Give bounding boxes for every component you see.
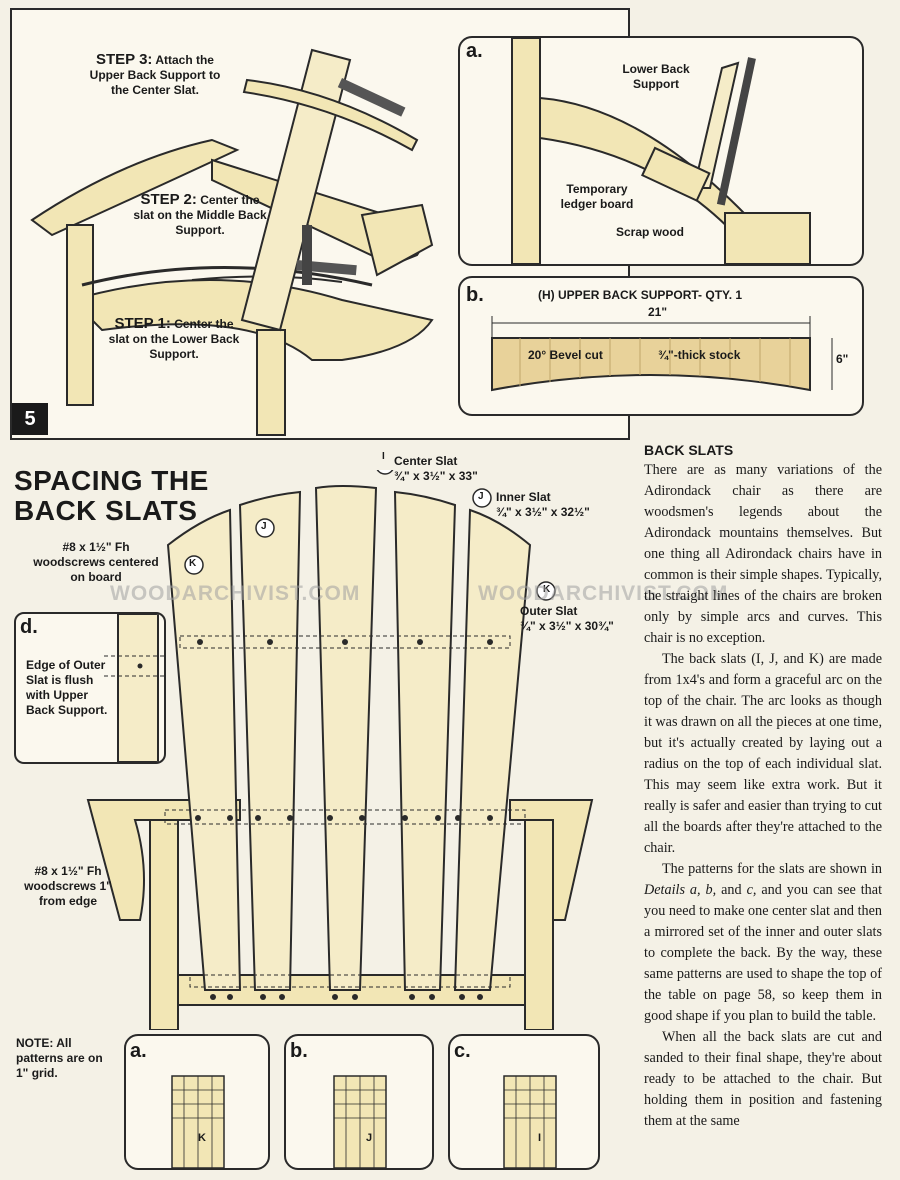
step2-callout: STEP 2: Center the slat on the Middle Ba… [130, 192, 270, 238]
step3-callout: STEP 3: Attach the Upper Back Support to… [80, 52, 230, 98]
back-slats-drawing [86, 455, 594, 1031]
step1-lead: STEP 1: [114, 315, 171, 332]
pattern-b-letter: b. [290, 1040, 308, 1062]
upper-back-support-title: (H) UPPER BACK SUPPORT- QTY. 1 [538, 288, 743, 302]
screws-edge-callout: #8 x 1½" Fh woodscrews 1" from edge [24, 864, 112, 908]
grid-note: NOTE: All patterns are on 1" grid. [16, 1036, 103, 1080]
slat-j-marker: J [261, 521, 267, 532]
article-paragraph-3: The patterns for the slats are shown in … [644, 859, 882, 1027]
p3-details: Details a, b, [644, 882, 717, 898]
stock-thickness-label: ¾"-thick stock [658, 348, 741, 362]
step1-callout: STEP 1: Center the slat on the Lower Bac… [104, 316, 244, 362]
p3-end: and you can see that you need to make on… [644, 882, 883, 1024]
pattern-a-part: K [198, 1132, 206, 1144]
pattern-a-panel [124, 1034, 270, 1170]
detail-a-letter: a. [466, 40, 483, 62]
lower-back-support-label: Lower Back Support [622, 62, 690, 91]
spacing-title-line2: BACK SLATS [14, 495, 198, 526]
step2-text: Center the slat on the Middle Back Suppo… [133, 193, 267, 237]
detail-d-text: Edge of Outer Slat is flush with Upper B… [26, 658, 108, 717]
inner-slat-callout: Inner Slat ¾" x 3½" x 32½" [496, 490, 616, 520]
back-slats-illustration [80, 455, 600, 1031]
pattern-a-grid [171, 1075, 225, 1168]
slat-k-right-marker: K [543, 584, 551, 595]
part-h-letter: H [542, 288, 551, 302]
step2-lead: STEP 2: [140, 191, 197, 208]
slat-i-marker: I [382, 451, 385, 462]
pattern-c-panel [448, 1034, 600, 1170]
article-paragraph-1: There are as many variations of the Adir… [644, 462, 882, 646]
spacing-title: SPACING THE BACK SLATS [14, 466, 209, 526]
screws-top-callout: #8 x 1½" Fh woodscrews centered on board [33, 540, 159, 584]
height-dimension: 6" [836, 352, 849, 366]
step3-text: Attach the Upper Back Support to the Cen… [89, 53, 221, 97]
slat-j-right-marker: J [478, 491, 484, 502]
outer-slat-name: Outer Slat [520, 604, 578, 618]
article-heading: BACK SLATS [644, 442, 734, 458]
detail-d-drawing [104, 614, 164, 762]
inner-slat-dims: ¾" x 3½" x 32½" [496, 505, 590, 519]
article-paragraph-4: When all the back slats are cut and sand… [644, 1029, 882, 1129]
watermark-right: WOODARCHIVIST.COM [478, 582, 729, 605]
temporary-ledger-label: Temporary ledger board [560, 182, 634, 211]
outer-slat-dims: ¾" x 3½" x 30¾" [520, 619, 614, 633]
upper-back-support-drawing [491, 316, 833, 392]
pattern-c-grid [503, 1075, 557, 1168]
watermark-left: WOODARCHIVIST.COM [110, 582, 361, 605]
pattern-a-letter: a. [130, 1040, 147, 1062]
detail-d-panel [14, 612, 166, 764]
inner-slat-name: Inner Slat [496, 490, 551, 504]
p3-and: and [716, 882, 747, 898]
bevel-cut-label: 20° Bevel cut [528, 348, 603, 362]
step3-lead: STEP 3: [96, 51, 153, 68]
detail-a-drawing [511, 38, 811, 264]
pattern-b-grid [333, 1075, 387, 1168]
outer-slat-callout: Outer Slat ¾" x 3½" x 30¾" [520, 604, 640, 634]
figure-number: 5 [12, 403, 48, 435]
length-dimension: 21" [648, 305, 668, 319]
article-paragraph-2: The back slats (I, J, and K) are made fr… [644, 651, 882, 856]
scrap-wood-label: Scrap wood [615, 225, 684, 239]
detail-b-panel [458, 276, 864, 416]
detail-a-panel [458, 36, 864, 266]
p3-c: c, [746, 882, 757, 898]
p3-start: The patterns for the slats are shown in [662, 861, 882, 877]
slat-k-marker: K [189, 558, 197, 569]
pattern-c-part: I [538, 1132, 542, 1144]
step1-text: Center the slat on the Lower Back Suppor… [108, 317, 240, 361]
detail-b-letter: b. [466, 284, 484, 306]
pattern-c-letter: c. [454, 1040, 471, 1062]
detail-d-letter: d. [20, 616, 38, 638]
center-slat-callout: Center Slat ¾" x 3½" x 33" [394, 454, 514, 484]
upper-back-support-text: UPPER BACK SUPPORT- QTY. 1 [558, 288, 743, 302]
pattern-b-part: J [366, 1132, 373, 1144]
spacing-title-line1: SPACING THE [14, 465, 209, 496]
pattern-b-panel [284, 1034, 434, 1170]
center-slat-dims: ¾" x 3½" x 33" [394, 469, 478, 483]
center-slat-name: Center Slat [394, 454, 458, 468]
article-body: There are as many variations of the Adir… [644, 460, 882, 1132]
chair-assembly-drawing [30, 48, 434, 436]
